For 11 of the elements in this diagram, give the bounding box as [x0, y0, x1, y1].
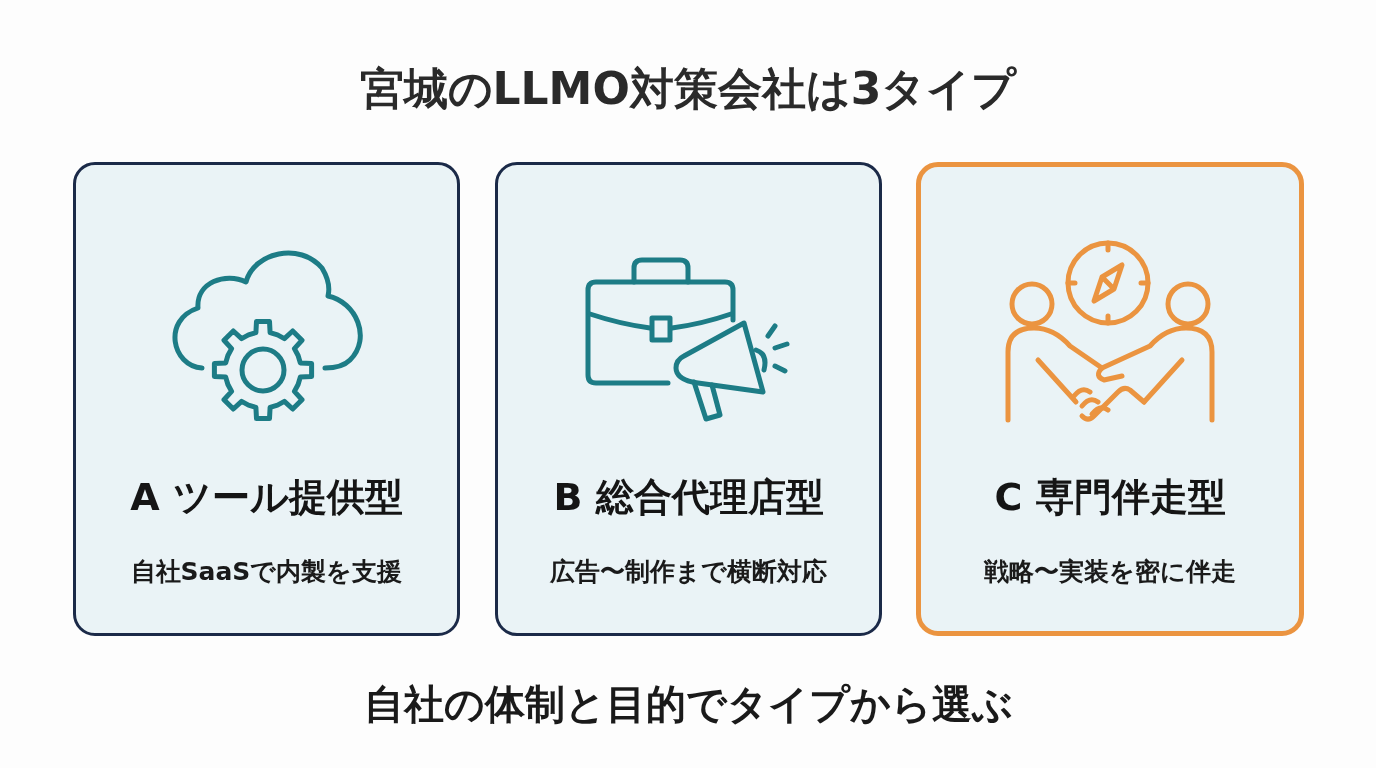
card-heading: C 専門伴走型 [994, 474, 1226, 521]
type-card [916, 162, 1304, 636]
card-description: 広告〜制作まで横断対応 [550, 556, 827, 588]
caption: 自社の体制と目的でタイプから選ぶ [363, 681, 1013, 727]
card-description: 自社SaaSで内製を支援 [130, 556, 403, 588]
type-card [73, 162, 460, 636]
type-card [495, 162, 882, 636]
card-heading: A ツール提供型 [130, 474, 403, 521]
card-description: 戦略〜実装を密に伴走 [984, 556, 1236, 588]
page-title: 宮城のLLMO対策会社は3タイプ [359, 63, 1017, 114]
card-heading: B 総合代理店型 [553, 474, 824, 521]
